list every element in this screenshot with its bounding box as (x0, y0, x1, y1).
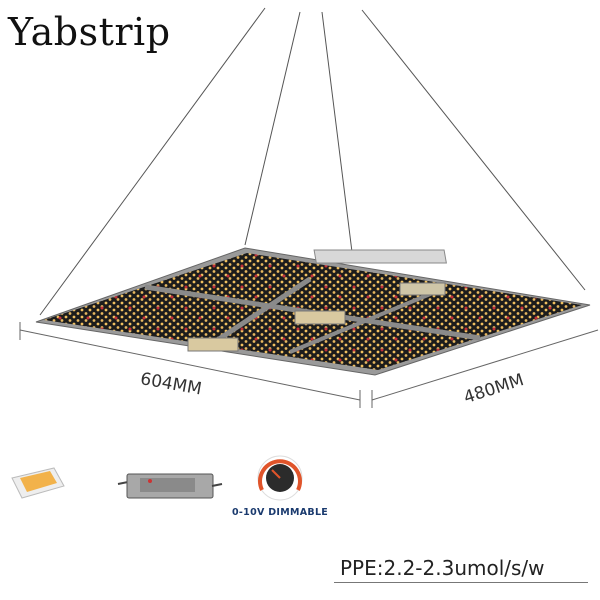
driver-box-2 (294, 310, 346, 325)
hanging-cables (39, 7, 586, 316)
driver-icon (117, 473, 223, 499)
top-driver-bar (313, 249, 447, 264)
driver-box-3 (187, 337, 239, 352)
dimmer-label: 0-10V DIMMABLE (232, 507, 329, 518)
depth-label: 480MM (461, 370, 526, 408)
width-dimension-line (19, 322, 361, 408)
brand-logo-text: Yabstrip (8, 10, 171, 54)
width-label: 604MM (139, 369, 203, 399)
ppe-underline (334, 582, 588, 583)
dimmer-knob-icon (257, 455, 303, 501)
ppe-spec: PPE:2.2-2.3umol/s/w (340, 556, 545, 580)
depth-dimension-line (371, 329, 599, 408)
driver-box-1 (399, 282, 446, 296)
led-chip-icon (11, 467, 65, 499)
